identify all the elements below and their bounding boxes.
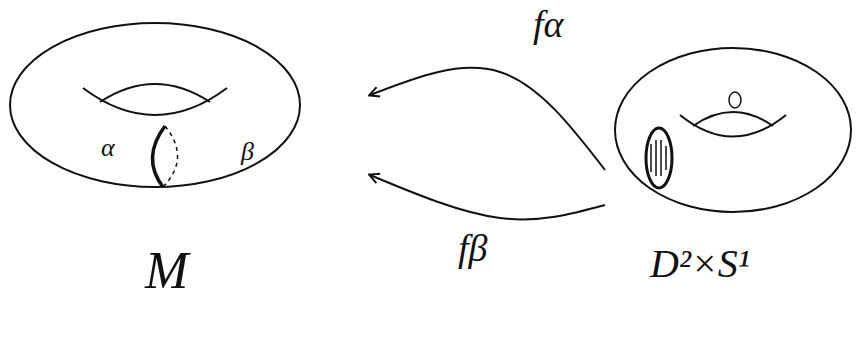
disk-hatching xyxy=(650,144,652,172)
solid-torus-hole xyxy=(693,112,773,126)
map-arrow xyxy=(370,68,605,170)
torus-hole xyxy=(83,88,227,115)
solid-torus-figure: D²×S¹ xyxy=(605,30,860,330)
solid-torus-outline xyxy=(615,48,851,212)
map-arrow xyxy=(370,175,605,219)
solid-torus-hole xyxy=(680,115,786,137)
disk-hatching xyxy=(665,146,667,170)
small-mark xyxy=(729,92,741,108)
curve-label: β xyxy=(238,138,257,167)
figure-name: M xyxy=(145,242,188,299)
shape-outline xyxy=(605,30,860,330)
map-label: fβ xyxy=(455,228,490,270)
meridian-curve xyxy=(152,126,165,187)
torus-hole xyxy=(100,84,210,102)
meridian-hidden xyxy=(163,126,178,187)
curve-label: α xyxy=(98,134,118,163)
shape-outline xyxy=(5,10,370,340)
figure-name: D²×S¹ xyxy=(650,242,750,286)
disk-hatching xyxy=(655,140,657,176)
map-label: fα xyxy=(530,4,567,46)
disk-hatching xyxy=(660,140,662,176)
meridian-disk xyxy=(646,128,672,188)
torus-outline xyxy=(10,23,300,187)
torus-figure: M xyxy=(5,10,370,340)
